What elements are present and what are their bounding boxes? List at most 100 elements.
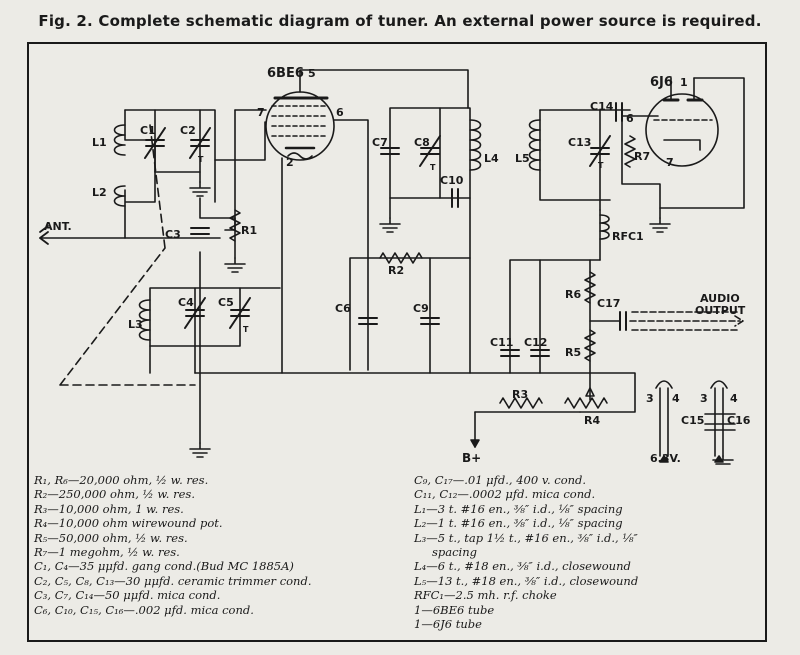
label-l2: L2 xyxy=(92,186,107,199)
res-r6 xyxy=(584,271,596,304)
coil-l1 xyxy=(113,124,126,156)
parts-list-item: R₄—10,000 ohm wirewound pot. xyxy=(34,516,223,531)
pin-label: 6 xyxy=(336,106,344,119)
parts-list-item: R₁, R₆—20,000 ohm, ½ w. res. xyxy=(34,473,209,487)
parts-list-item: 1—6J6 tube xyxy=(414,617,482,632)
res-r1 xyxy=(229,209,241,242)
cap-c14 xyxy=(615,102,623,122)
component-labels: 6BE6 5 7 6 2 6J6 1 6 7 L1 L2 L3 L4 L5 C1… xyxy=(44,66,751,465)
pin-label: 3 xyxy=(700,392,708,405)
label-c1: C1 xyxy=(140,124,156,137)
parts-list-item: L₄—6 t., #18 en., ⅜″ i.d., closewound xyxy=(414,559,631,574)
pin-label: 3 xyxy=(646,392,654,405)
label-c3: C3 xyxy=(165,228,181,241)
label-b-plus: B+ xyxy=(462,451,481,465)
parts-list-item: L₁—3 t. #16 en., ⅜″ i.d., ⅛″ spacing xyxy=(414,501,623,516)
heater-arrow-icon xyxy=(659,455,724,463)
trimmer-t-label: T xyxy=(430,163,436,172)
parts-list-item: R₅—50,000 ohm, ½ w. res. xyxy=(34,530,188,545)
parts-list-item: R₂—250,000 ohm, ½ w. res. xyxy=(34,487,195,502)
pin-label: 4 xyxy=(672,392,680,405)
ground-symbols xyxy=(189,181,734,465)
tube-6be6 xyxy=(265,91,335,161)
ground-icon xyxy=(649,217,671,233)
cap-c17 xyxy=(619,311,627,331)
label-c6: C6 xyxy=(335,302,351,315)
figure-caption: Fig. 2. Complete schematic diagram of tu… xyxy=(38,12,762,30)
res-r5 xyxy=(584,329,596,362)
label-l4: L4 xyxy=(484,152,499,165)
label-c12: C12 xyxy=(524,336,547,349)
label-output: OUTPUT xyxy=(695,304,746,317)
label-c4: C4 xyxy=(178,296,194,309)
trimmer-t-label: T xyxy=(198,155,204,164)
cap-c3 xyxy=(190,227,210,235)
ground-icon xyxy=(189,181,211,197)
cap-c1 xyxy=(144,127,166,159)
parts-list-item: C₁₁, C₁₂—.0002 μfd. mica cond. xyxy=(414,487,596,502)
pin-label: 5 xyxy=(308,67,316,80)
cap-c2 xyxy=(189,127,211,159)
label-c5: C5 xyxy=(218,296,234,309)
label-r1: R1 xyxy=(241,224,257,237)
coil-l5 xyxy=(528,119,541,171)
parts-list-item: spacing xyxy=(432,545,478,560)
ground-icon xyxy=(379,217,401,233)
coils xyxy=(113,119,610,341)
label-r6: R6 xyxy=(565,288,581,301)
parts-list-item: C₁, C₄—35 μμfd. gang cond.(Bud MC 1885A) xyxy=(34,559,294,574)
cap-c7 xyxy=(380,147,400,155)
b-plus-arrow-icon xyxy=(470,439,480,448)
parts-list-item: C₉, C₁₇—.01 μfd., 400 v. cond. xyxy=(414,473,587,487)
parts-list-right: C₉, C₁₇—.01 μfd., 400 v. cond. C₁₁, C₁₂—… xyxy=(414,473,638,631)
label-c17: C17 xyxy=(597,297,620,310)
parts-list-item: L₃—5 t., tap 1½ t., #16 en., ⅜″ i.d., ⅛″ xyxy=(414,530,638,545)
pin-label: 4 xyxy=(730,392,738,405)
label-r2: R2 xyxy=(388,264,404,277)
cap-c9 xyxy=(420,317,440,325)
parts-list-item: C₃, C₇, C₁₄—50 μμfd. mica cond. xyxy=(34,588,221,603)
res-r7 xyxy=(624,135,636,168)
pin-label: 1 xyxy=(680,76,688,89)
heater-wires xyxy=(655,380,728,389)
label-rfc1: RFC1 xyxy=(612,230,644,243)
label-6j6: 6J6 xyxy=(650,75,673,90)
label-l1: L1 xyxy=(92,136,107,149)
label-r3: R3 xyxy=(512,388,528,401)
res-r4 xyxy=(564,387,608,409)
cap-c6 xyxy=(358,317,378,325)
label-c2: C2 xyxy=(180,124,196,137)
label-c9: C9 xyxy=(413,302,429,315)
cap-c13 xyxy=(589,135,611,167)
audio-output-line xyxy=(629,311,744,331)
parts-list-item: R₃—10,000 ohm, 1 w. res. xyxy=(34,501,184,516)
parts-list-item: L₅—13 t., #18 en., ⅜″ i.d., closewound xyxy=(414,573,639,588)
label-c16: C16 xyxy=(727,414,751,427)
parts-list-item: RFC₁—2.5 mh. r.f. choke xyxy=(414,588,557,603)
parts-list-left: R₁, R₆—20,000 ohm, ½ w. res. R₂—250,000 … xyxy=(34,473,311,617)
label-c13: C13 xyxy=(568,136,591,149)
label-c15: C15 xyxy=(681,414,704,427)
trimmer-t-label: T xyxy=(598,161,604,170)
label-c10: C10 xyxy=(440,174,464,187)
cap-c8 xyxy=(419,135,441,167)
label-r4: R4 xyxy=(584,414,600,427)
parts-list-item: C₂, C₅, C₈, C₁₃—30 μμfd. ceramic trimmer… xyxy=(34,573,312,588)
resistors xyxy=(229,135,636,409)
label-c7: C7 xyxy=(372,136,388,149)
label-c11: C11 xyxy=(490,336,513,349)
label-r5: R5 xyxy=(565,346,581,359)
coil-l2 xyxy=(113,185,126,207)
ground-icon xyxy=(189,442,211,458)
label-audio: AUDIO xyxy=(700,292,740,305)
coil-rfc1 xyxy=(599,214,610,240)
capacitors xyxy=(144,102,627,357)
label-ant: ANT. xyxy=(44,220,72,233)
label-6-3v: 6.3V. xyxy=(650,452,681,465)
parts-list-item: R₇—1 megohm, ½ w. res. xyxy=(34,545,180,560)
coil-l4 xyxy=(469,119,482,171)
cap-c5 xyxy=(229,297,251,329)
tube-6j6 xyxy=(645,77,719,167)
ant-arrow-icon xyxy=(39,225,49,245)
label-r7: R7 xyxy=(634,150,650,163)
